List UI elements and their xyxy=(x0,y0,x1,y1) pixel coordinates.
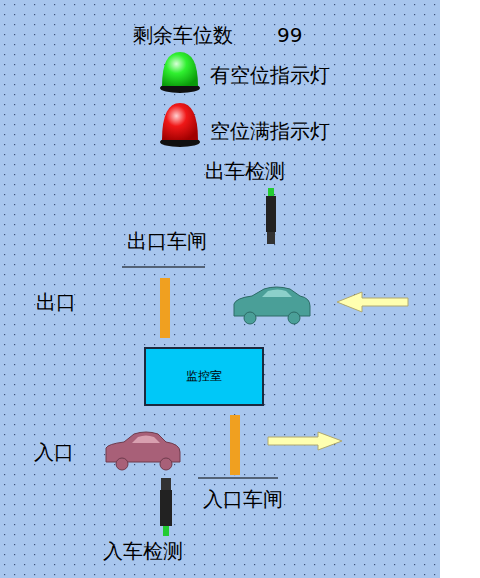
title-label: 剩余车位数 xyxy=(133,23,233,47)
sensor-label: 入车检测 xyxy=(103,539,183,563)
entry-gate-line xyxy=(198,478,278,479)
sensor-label: 出车检测 xyxy=(205,159,285,183)
exit-gate-bar xyxy=(160,278,170,338)
entry-arrow xyxy=(268,432,342,450)
red-lamp xyxy=(160,103,200,147)
entry-gate-bar xyxy=(230,415,240,475)
dotted-ground xyxy=(0,0,440,578)
entry-label: 入口 xyxy=(34,440,74,464)
gate-label: 入口车闸 xyxy=(203,487,283,511)
box-text: 监控室 xyxy=(186,368,222,385)
exit-label: 出口 xyxy=(36,290,76,314)
count-value: 99 xyxy=(277,23,302,47)
control-room-box: 监控室 xyxy=(144,347,264,406)
exit-gate-line xyxy=(122,267,205,268)
entry-sensor xyxy=(160,478,172,536)
lamp-label: 有空位指示灯 xyxy=(210,63,330,87)
entry-car xyxy=(106,432,180,470)
gate-label: 出口车闸 xyxy=(127,229,207,253)
green-lamp xyxy=(160,52,200,93)
exit-car xyxy=(234,287,310,324)
exit-arrow xyxy=(337,292,408,312)
exit-sensor xyxy=(266,188,276,244)
lamp-label: 空位满指示灯 xyxy=(210,119,330,143)
